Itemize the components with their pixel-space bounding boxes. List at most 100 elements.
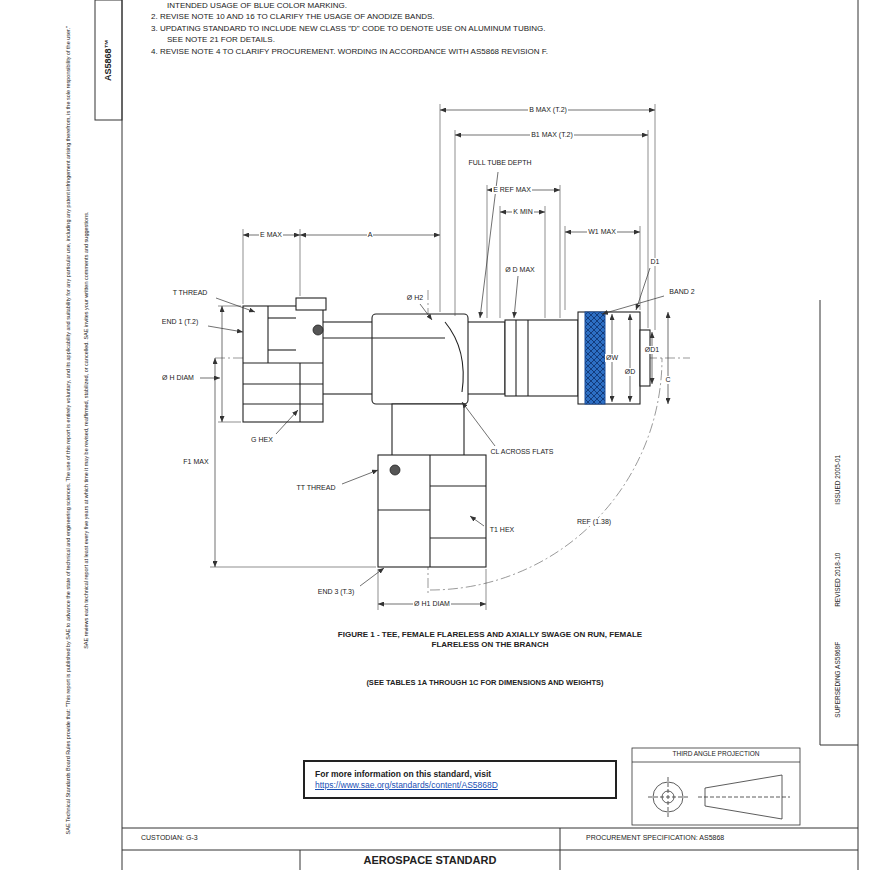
tee-fitting: [268, 317, 296, 318]
leader-lines: [602, 296, 664, 314]
sheet-frame: [95, 0, 858, 870]
dimension-label: ØD: [624, 368, 637, 376]
tee-fitting: [243, 362, 323, 363]
tee-fitting: [243, 403, 323, 404]
extension-lines: [218, 422, 241, 423]
leader-lines: [470, 516, 484, 526]
extension-lines: [565, 226, 566, 310]
third-angle-symbol: [668, 777, 669, 817]
sidebar-text: AS5868™: [103, 38, 113, 82]
extension-lines: [300, 229, 301, 296]
leader-lines: [462, 402, 495, 446]
dimension-label: ØW: [605, 354, 619, 362]
sidebar-text: SAE Technical Standards Board Rules prov…: [65, 14, 71, 846]
tee-fitting: [505, 320, 578, 396]
dimension-label: G HEX: [250, 436, 274, 444]
tee-fitting: [429, 455, 430, 567]
sheet-frame: [858, 0, 859, 870]
leader-lines: [636, 268, 650, 310]
extension-lines: [545, 206, 546, 318]
dimension-label: TT THREAD: [295, 484, 336, 492]
dimension-label: E REF MAX: [492, 186, 532, 194]
tee-fitting: [640, 330, 650, 386]
extension-lines: [648, 130, 649, 328]
leader-lines: [200, 172, 664, 586]
tee-fitting: [378, 509, 430, 510]
dimension-label: REF (1.38): [576, 518, 612, 526]
tee-fitting: [296, 298, 326, 310]
box-heading: THIRD ANGLE PROJECTION: [632, 750, 800, 758]
figure-caption: FIGURE 1 - TEE, FEMALE FLARELESS AND AXI…: [320, 630, 660, 651]
center-lines: [215, 290, 690, 595]
leader-lines: [420, 304, 432, 320]
dimension-label: BAND 2: [668, 288, 695, 296]
dimension-label: CL ACROSS FLATS: [489, 448, 554, 456]
tee-fitting: [378, 455, 486, 567]
dimension-label: B MAX (T.2): [528, 106, 568, 114]
extension-lines: [487, 185, 488, 318]
dimension-label: Ø D MAX: [504, 266, 536, 274]
dimension-label: W1 MAX: [587, 228, 617, 236]
extension-lines: [455, 130, 456, 316]
leader-lines: [208, 326, 243, 332]
info-box: For more information on this standard, v…: [303, 760, 617, 799]
dimension-label: C: [664, 376, 671, 384]
table-cell: AEROSPACE STANDARD: [363, 854, 498, 867]
extension-lines: [243, 229, 244, 304]
leader-lines: [514, 276, 518, 318]
dimension-label: Ø H DIAM: [161, 374, 195, 382]
sheet-frame: [820, 300, 821, 745]
sidebar-text: SAE reviews each technical report at lea…: [83, 14, 89, 846]
dimension-label: T THREAD: [172, 289, 209, 297]
sheet-frame: [560, 828, 561, 850]
projection-box: THIRD ANGLE PROJECTION: [632, 748, 800, 825]
tee-fitting: [267, 306, 268, 363]
dimension-lines: [652, 332, 653, 384]
tee-fitting: [430, 537, 486, 538]
o-ring: [390, 465, 400, 475]
tee-fitting: [243, 298, 650, 567]
tee-fitting: [372, 314, 468, 404]
sheet-frame: [122, 0, 123, 870]
box-heading: For more information on this standard, v…: [315, 769, 605, 780]
dimension-label: Ø H2: [406, 294, 424, 302]
tee-fitting: [323, 337, 445, 338]
note-text: SEE NOTE 21 FOR DETAILS.: [166, 35, 276, 44]
third-angle-symbol: [632, 748, 800, 825]
sheet-frame: [560, 850, 561, 870]
tee-fitting: [243, 306, 323, 422]
sheet-frame: [122, 828, 858, 829]
sidebar-text: SUPERSEDING AS5868F: [834, 641, 841, 719]
tee-fitting: [445, 322, 463, 392]
anodize-band: [585, 312, 605, 404]
o-ring: [313, 325, 323, 335]
leader-lines: [216, 298, 255, 312]
note-text: INTENDED USAGE OF BLUE COLOR MARKING.: [166, 1, 348, 10]
dimension-label: K MIN: [512, 208, 533, 216]
extension-lines: [210, 104, 655, 610]
dimension-label: D1: [650, 258, 661, 266]
o-ring: [313, 325, 400, 475]
extension-lines: [440, 104, 441, 312]
extension-lines: [210, 567, 376, 568]
third-angle-symbol: [632, 748, 800, 825]
extension-lines: [655, 104, 656, 330]
dimension-lines: [630, 314, 631, 402]
dimension-label: F1 MAX: [182, 458, 209, 466]
dimension-label: FULL TUBE DEPTH: [467, 159, 532, 167]
dimension-label: END 3 (T.3): [317, 588, 356, 596]
tee-fitting: [243, 383, 323, 384]
extension-lines: [500, 206, 501, 318]
dimension-label: Ø H1 DIAM: [413, 600, 451, 608]
note-text: 2. REVISE NOTE 10 AND 16 TO CLARIFY THE …: [150, 12, 436, 21]
sidebar-text: REVISED 2018-10: [834, 552, 841, 608]
dimension-lines: [222, 306, 223, 422]
tee-fitting: [578, 312, 640, 404]
tee-fitting: [392, 404, 464, 456]
tee-fitting: [268, 349, 296, 350]
leader-lines: [342, 470, 378, 484]
dimension-label: E MAX: [259, 231, 283, 239]
leader-lines: [360, 568, 384, 586]
extension-lines: [560, 185, 561, 318]
